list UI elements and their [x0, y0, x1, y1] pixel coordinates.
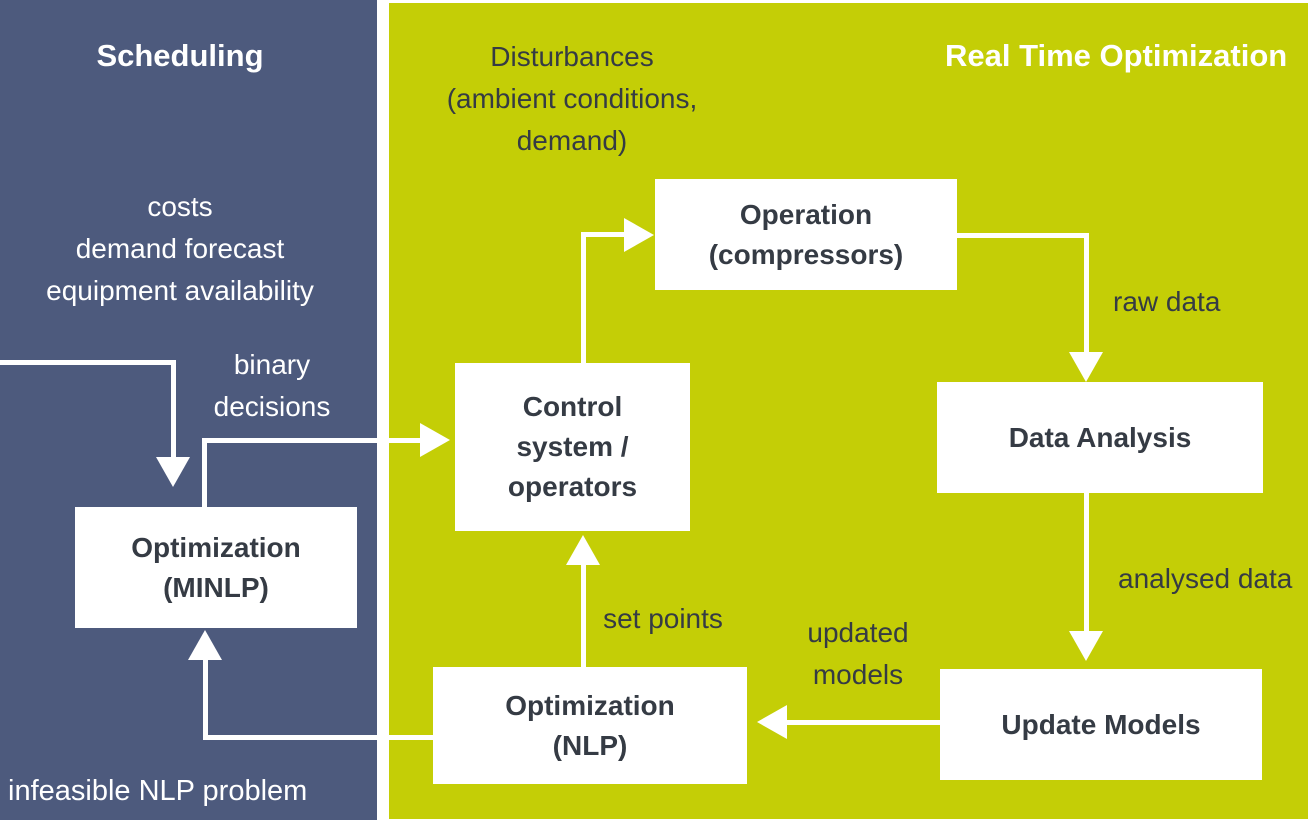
scheduling-title: Scheduling	[96, 38, 264, 73]
optimization-minlp-box: Optimization (MINLP)	[75, 507, 357, 628]
raw-data-label: raw data	[1113, 286, 1221, 317]
data-analysis-line: Data Analysis	[1008, 421, 1192, 453]
scheduling-inputs-label: costs demand forecast equipment availabi…	[5, 186, 355, 312]
analysed-data-label: analysed data	[1118, 563, 1293, 594]
scheduling-inputs-line: costs	[147, 191, 213, 222]
control-system-line: operators	[507, 471, 638, 502]
minlp-to-control-line-v	[202, 441, 207, 507]
nlp-to-control-line-v	[581, 565, 586, 667]
inputs-to-minlp-line-v	[171, 360, 176, 458]
infeasible-nlp-label: infeasible NLP problem	[8, 775, 308, 807]
operation-to-data-line-h	[957, 233, 1089, 238]
binary-decisions-line: decisions	[213, 391, 331, 422]
optimization-minlp-line: Optimization	[131, 531, 301, 563]
minlp-to-control-line-h	[202, 438, 424, 443]
arrowhead-up-into-control-icon	[566, 535, 600, 565]
binary-decisions-label: binary decisions	[192, 344, 352, 428]
control-to-operation-line-v	[581, 232, 586, 363]
nlp-feedback-line-v	[203, 658, 208, 740]
disturbances-line: (ambient conditions,	[446, 83, 698, 114]
optimization-minlp-line: (MINLP)	[163, 571, 269, 603]
optimization-nlp-line: Optimization	[505, 689, 675, 721]
disturbances-line: demand)	[516, 125, 628, 156]
updated-models-label: updated models	[778, 612, 938, 696]
control-to-operation-line-h	[581, 232, 626, 237]
operation-box: Operation (compressors)	[655, 179, 957, 290]
arrowhead-down-into-data-analysis-icon	[1069, 352, 1103, 382]
arrowhead-right-into-operation-icon	[624, 218, 654, 252]
scheduling-inputs-line: equipment availability	[46, 275, 314, 306]
arrowhead-right-into-control-icon	[420, 423, 450, 457]
data-analysis-box: Data Analysis	[937, 382, 1263, 493]
binary-decisions-line: binary	[233, 349, 311, 380]
control-system-box: Control system / operators	[455, 363, 690, 531]
control-system-line: Control	[522, 391, 623, 422]
arrowhead-left-into-nlp-icon	[757, 705, 787, 739]
arrowhead-down-into-minlp-icon	[156, 457, 190, 487]
update-models-line: Update Models	[1001, 708, 1201, 740]
nlp-feedback-line-h	[203, 735, 433, 740]
operation-to-data-line-v	[1084, 233, 1089, 353]
updated-models-label-line: models	[812, 659, 904, 690]
optimization-nlp-line: (NLP)	[552, 729, 628, 761]
real-time-optimization-title: Real Time Optimization	[945, 38, 1288, 73]
data-to-update-line-v	[1084, 493, 1089, 632]
control-system-line: system /	[516, 431, 629, 462]
scheduling-inputs-line: demand forecast	[75, 233, 285, 264]
arrowhead-up-into-minlp-icon	[188, 630, 222, 660]
inputs-to-minlp-line-h	[0, 360, 176, 365]
operation-line: (compressors)	[708, 238, 904, 270]
disturbances-line: Disturbances	[490, 41, 654, 72]
update-to-nlp-line-h	[783, 720, 940, 725]
disturbances-label: Disturbances (ambient conditions, demand…	[422, 36, 722, 162]
arrowhead-down-into-update-models-icon	[1069, 631, 1103, 661]
updated-models-label-line: updated	[807, 617, 909, 648]
update-models-box: Update Models	[940, 669, 1262, 780]
set-points-label: set points	[603, 603, 723, 634]
scheduling-panel	[0, 0, 377, 820]
optimization-nlp-box: Optimization (NLP)	[433, 667, 747, 784]
operation-line: Operation	[739, 198, 873, 230]
